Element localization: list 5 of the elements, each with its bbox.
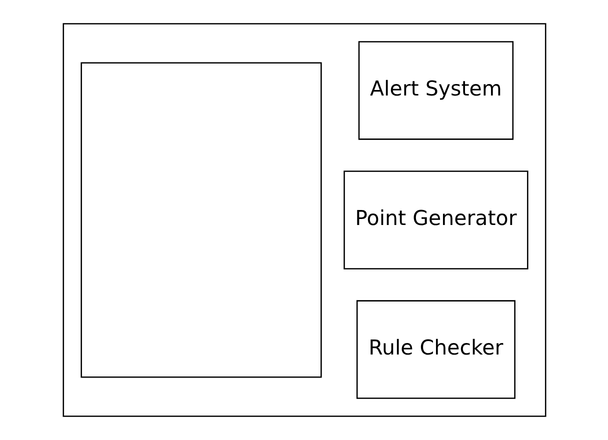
node-box: Rule Checker: [356, 300, 515, 399]
cluster: [62, 23, 546, 417]
node-box: [80, 62, 322, 378]
node-box: Point Generator: [343, 170, 528, 270]
node-box: Alert System: [358, 41, 514, 140]
